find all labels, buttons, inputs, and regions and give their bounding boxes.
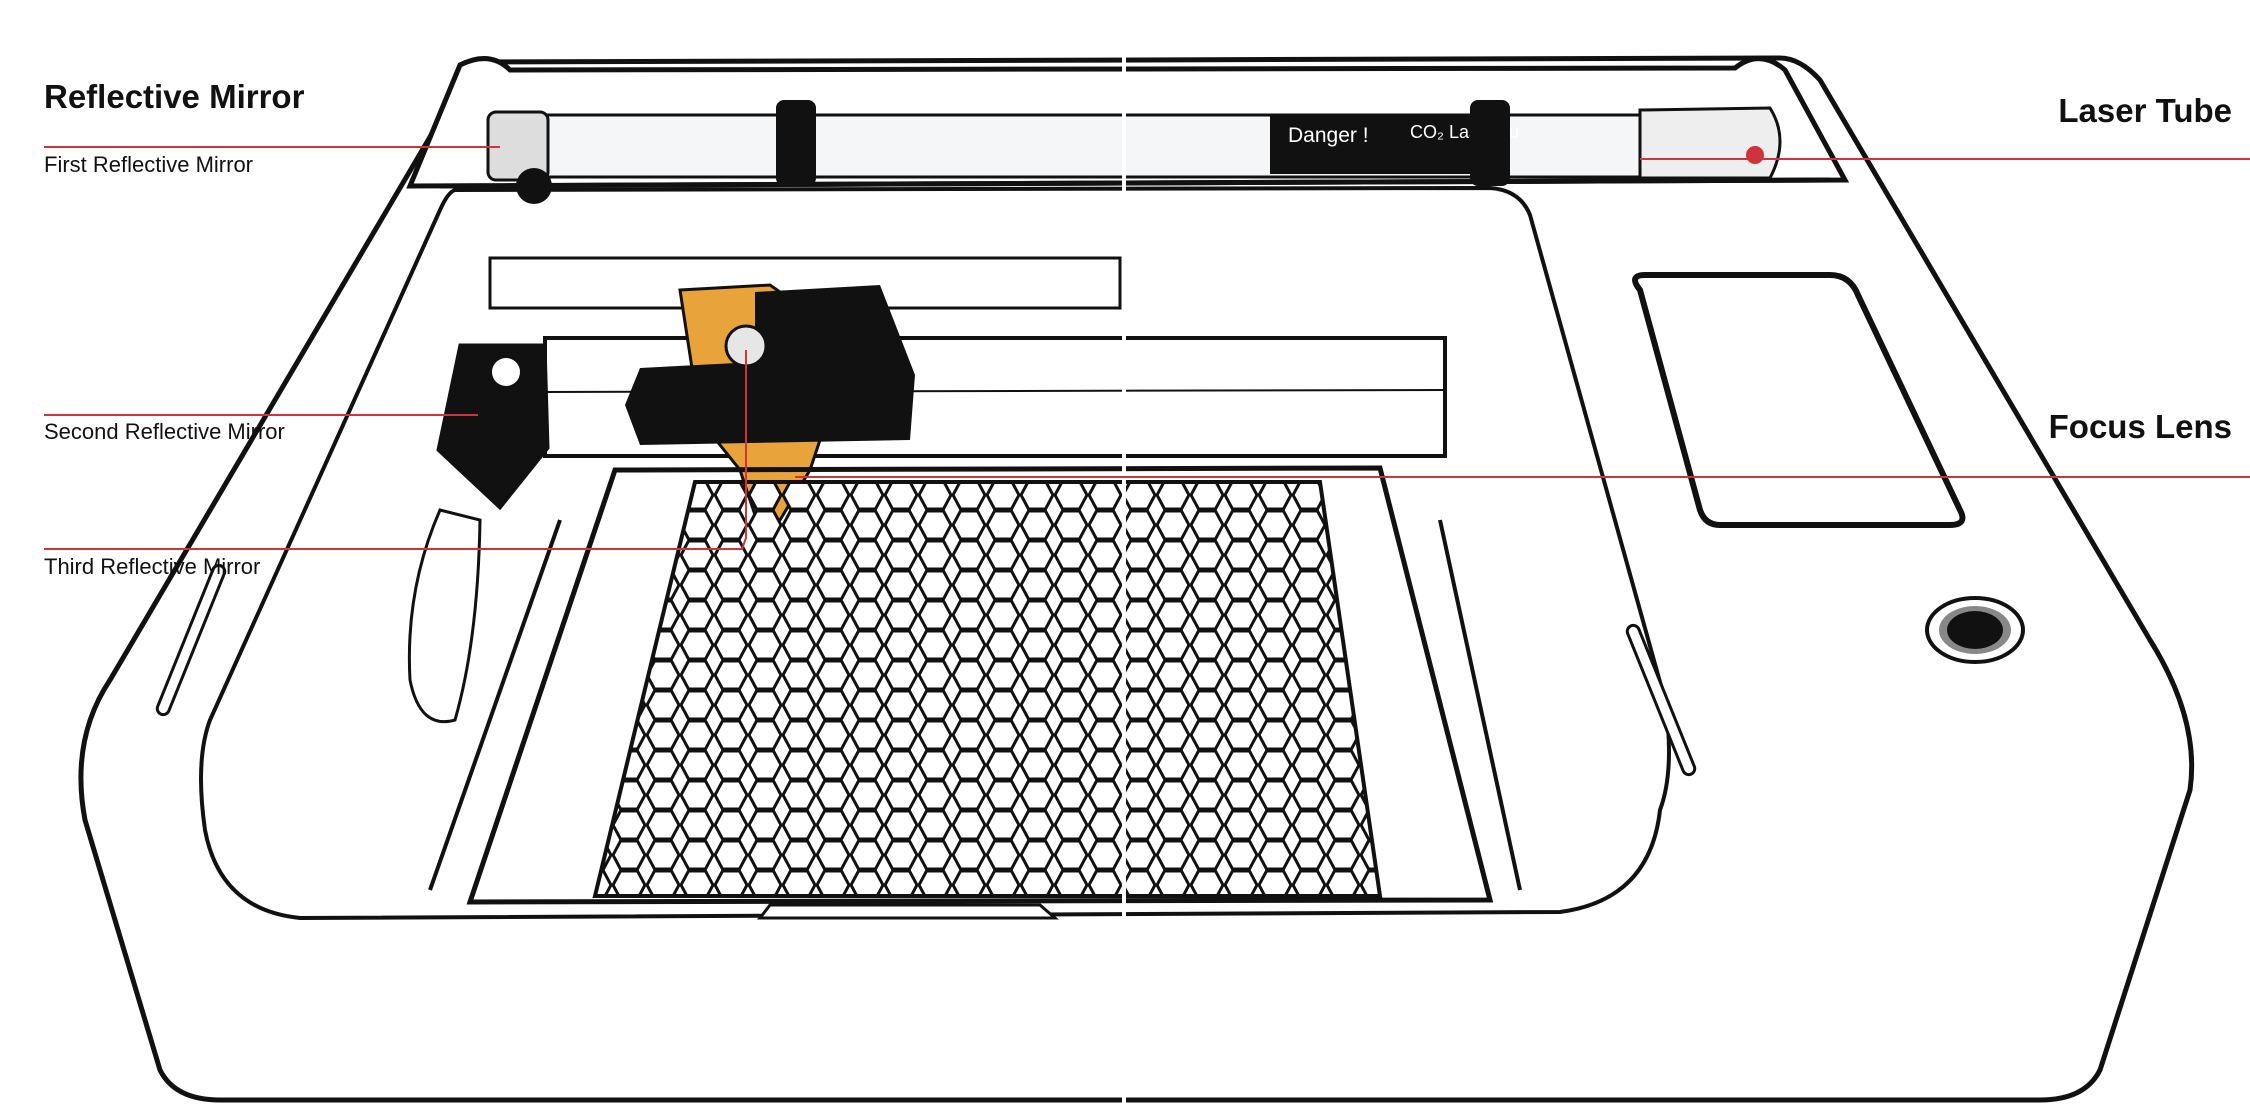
reflective-mirror-heading: Reflective Mirror	[44, 78, 305, 115]
front-tray-handle	[756, 903, 1060, 920]
left-side-rod	[428, 519, 562, 891]
right-side-rod	[1438, 519, 1522, 891]
honeycomb-bed	[592, 480, 1383, 898]
second-reflective-mirror-label: Second Reflective Mirror	[44, 419, 285, 444]
cable-bundle	[407, 508, 482, 723]
right-slot	[1625, 623, 1697, 777]
tube-end-cap	[1638, 106, 1782, 180]
second-mirror-disc	[492, 358, 520, 386]
tube-clamp-left	[776, 100, 816, 186]
focus-lens-heading: Focus Lens	[2048, 408, 2232, 445]
third-reflective-mirror-label: Third Reflective Mirror	[44, 554, 261, 579]
tube-red-connector	[1746, 146, 1764, 164]
tube-compartment-bottom-edge	[439, 177, 1831, 189]
laser-head-black-cover	[625, 285, 915, 445]
second-mirror-mount	[436, 343, 550, 511]
tube-clamp-right	[1470, 100, 1510, 186]
laser-tube	[498, 113, 1762, 179]
laser-tube-heading: Laser Tube	[2058, 92, 2232, 129]
left-slot	[155, 563, 227, 717]
first-reflective-mirror-label: First Reflective Mirror	[44, 152, 254, 177]
tube-danger-text: Danger !	[1288, 124, 1369, 147]
first-mirror-knob	[516, 168, 552, 204]
power-button-center	[1947, 611, 2003, 649]
control-panel-recess	[1632, 272, 1966, 528]
callout-third-mirror	[44, 350, 747, 550]
